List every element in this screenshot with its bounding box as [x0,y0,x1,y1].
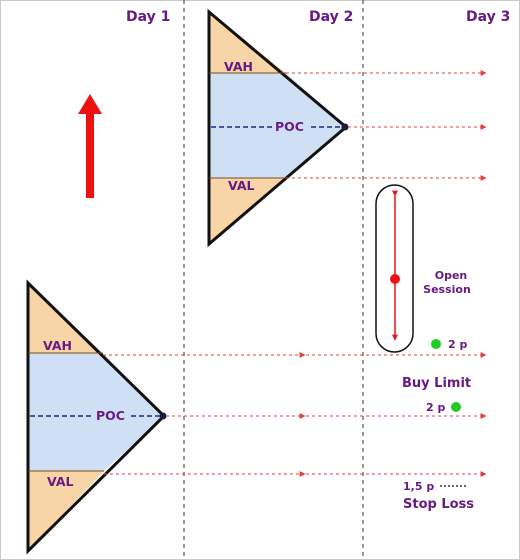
open-session-label-line2: Session [423,283,471,296]
day-label-2: Day 2 [309,9,353,25]
profile-day1-outline [26,279,167,555]
profile-day2: VAH POC VAL [207,8,349,248]
profile-day1-vah-label: VAH [43,338,72,353]
open-session-dot [390,274,400,284]
open-session-range-marker [375,184,414,353]
buy-limit-label: Buy Limit [402,376,471,391]
trend-up-arrow-icon [78,94,102,198]
profile-day2-val-label: VAL [228,178,254,193]
profile-day2-outline [207,8,349,248]
profile-day1: VAH POC VAL [26,279,167,555]
day-label-3: Day 3 [466,9,510,25]
offset-buy-label: 2 p [426,401,445,414]
day-label-1: Day 1 [126,9,170,25]
profile-day2-poc-label: POC [275,119,304,134]
stop-loss-label: Stop Loss [403,497,474,512]
profile-day1-poc-dot [159,412,167,420]
offset-top-label: 2 p [448,338,467,351]
open-session-label-line1: Open [435,269,468,282]
buy-limit-green-marker [451,402,461,412]
profile-day1-val-label: VAL [47,474,73,489]
profile-day2-poc-dot [341,123,349,131]
profile-day2-vah-label: VAH [224,59,253,74]
profile-day1-poc-label: POC [96,408,125,423]
offset-stop-label: 1,5 p [403,480,434,493]
top-green-marker [431,339,441,349]
